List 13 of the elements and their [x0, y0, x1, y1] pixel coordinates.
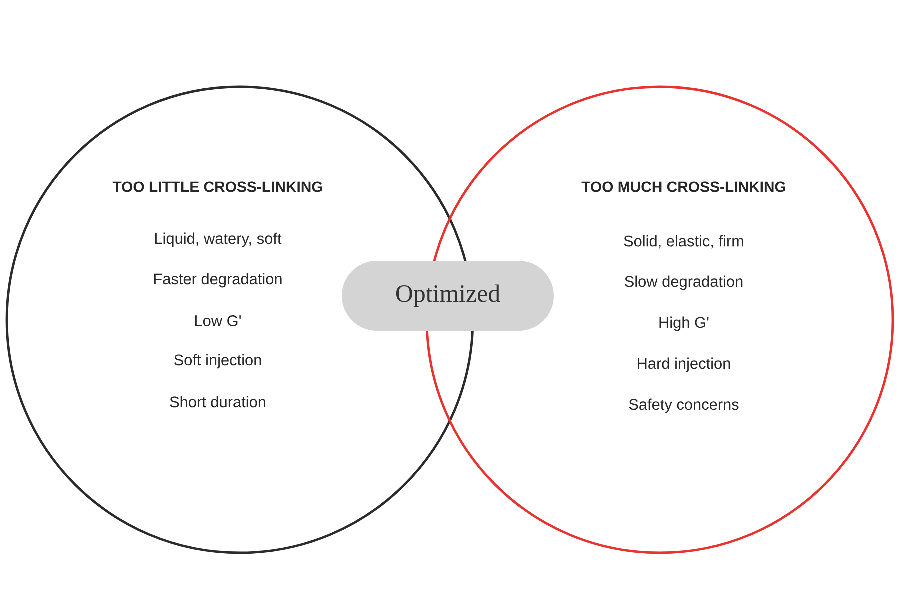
list-item: Faster degradation: [154, 273, 282, 288]
list-item: Short duration: [170, 396, 266, 408]
list-item: Soft injection: [174, 354, 262, 369]
list-item: Hard injection: [638, 358, 730, 372]
list-item: Slow degradation: [625, 276, 743, 290]
optimized-pill: Optimized: [342, 261, 554, 331]
list-item: Safety concerns: [629, 398, 739, 414]
list-item: Liquid, watery, soft: [155, 232, 282, 248]
list-item: Solid, elastic, firm: [624, 235, 744, 249]
heading: TOO LITTLE CROSS-LINKING: [112, 182, 322, 192]
list-item: High G': [660, 316, 709, 332]
list-item: Low G': [195, 316, 241, 326]
heading: TOO MUCH CROSS-LINKING: [582, 182, 786, 192]
